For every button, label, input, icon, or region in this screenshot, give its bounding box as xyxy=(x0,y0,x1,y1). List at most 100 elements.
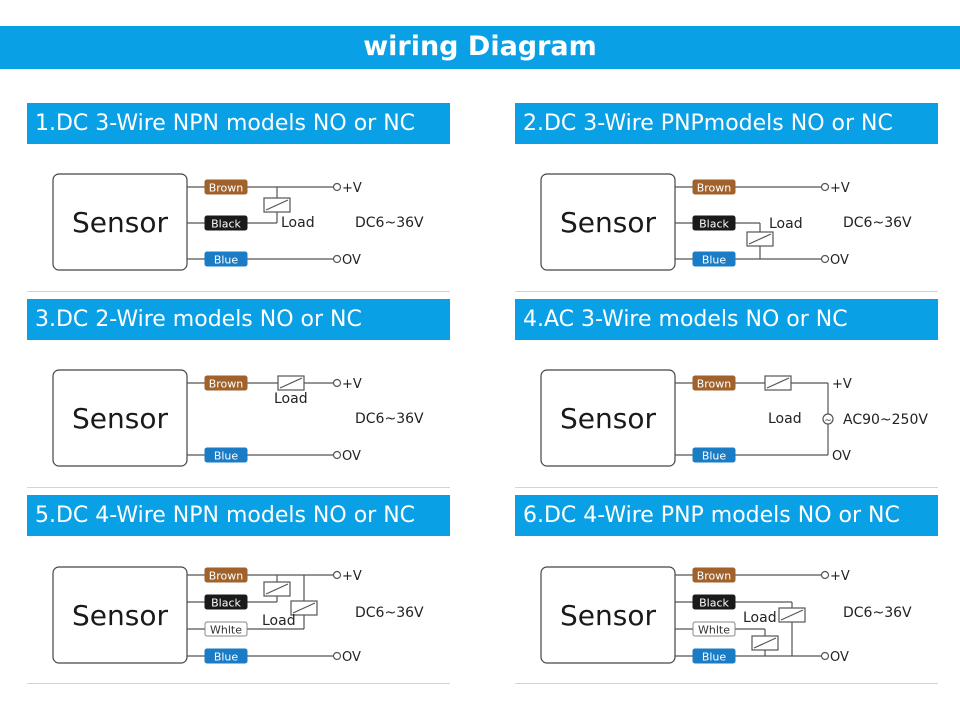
wire-label-text: Blue xyxy=(702,450,727,463)
wire-label-bg xyxy=(692,251,736,267)
wire-label-whlte: Whlte xyxy=(692,621,736,637)
terminal-icon xyxy=(820,254,830,264)
sensor-label: Sensor xyxy=(560,206,656,239)
wire-label-bg xyxy=(204,215,248,231)
divider xyxy=(27,683,450,684)
wire-label-text: Black xyxy=(211,597,241,610)
voltage-label: DC6~36V xyxy=(355,605,424,621)
zero-v-label: OV xyxy=(342,253,361,268)
sensor-label: Sensor xyxy=(72,206,168,239)
wire-label-bg xyxy=(692,648,736,664)
divider xyxy=(515,291,938,292)
wire-label-blue: Blue xyxy=(204,648,248,664)
sensor-label: Sensor xyxy=(560,402,656,435)
plus-v-label: +V xyxy=(342,181,362,196)
load-relay-icon xyxy=(751,635,779,651)
wire-label-bg xyxy=(204,447,248,463)
divider xyxy=(515,487,938,488)
plus-v-label: +V xyxy=(832,377,852,392)
load-relay-icon xyxy=(764,375,792,391)
panel-heading: 3.DC 2-Wire models NO or NC xyxy=(27,299,450,340)
load-relay-icon xyxy=(263,581,291,597)
load-label: Load xyxy=(768,411,802,427)
wire-label-brown: Brown xyxy=(204,179,248,195)
wire-label-text: Blue xyxy=(702,254,727,267)
wire-label-text: Blue xyxy=(702,651,727,664)
zero-v-label: OV xyxy=(342,650,361,665)
zero-v-label: OV xyxy=(342,449,361,464)
plus-v-label: +V xyxy=(342,569,362,584)
sensor-label: Sensor xyxy=(72,599,168,632)
wire-label-text: Blue xyxy=(214,254,239,267)
load-label: Load xyxy=(262,613,296,629)
voltage-label: DC6~36V xyxy=(355,215,424,231)
wire-label-text: Brown xyxy=(209,570,244,583)
terminal-icon xyxy=(332,182,342,192)
wire-label-bg xyxy=(204,375,248,391)
wire-label-bg xyxy=(692,594,736,610)
relay-slash xyxy=(753,637,777,649)
load-relay-icon xyxy=(277,375,305,391)
terminal-icon xyxy=(820,182,830,192)
wire-label-blue: Blue xyxy=(692,447,736,463)
wire-label-text: Brown xyxy=(209,378,244,391)
relay-slash xyxy=(279,377,303,389)
wire-label-text: Blue xyxy=(214,450,239,463)
plus-v-label: +V xyxy=(830,569,850,584)
sensor-box xyxy=(540,566,676,664)
wire-label-text: Whlte xyxy=(210,624,242,637)
ac-source-icon xyxy=(822,413,834,425)
relay-slash xyxy=(292,602,316,614)
wire-label-text: Brown xyxy=(697,570,732,583)
wire-label-blue: Blue xyxy=(204,251,248,267)
plus-v-label: +V xyxy=(830,181,850,196)
wire-label-bg xyxy=(204,594,248,610)
wire-label-brown: Brown xyxy=(692,375,736,391)
wire-label-bg xyxy=(204,251,248,267)
wire-label-brown: Brown xyxy=(692,179,736,195)
wire-label-bg xyxy=(204,648,248,664)
wire-label-bg xyxy=(692,179,736,195)
zero-v-label: OV xyxy=(832,449,851,464)
load-label: Load xyxy=(274,391,308,407)
divider xyxy=(27,291,450,292)
wire-label-black: Black xyxy=(204,215,248,231)
zero-v-label: OV xyxy=(830,253,849,268)
relay-slash xyxy=(766,377,790,389)
terminal-icon xyxy=(332,570,342,580)
wire-label-bg xyxy=(692,215,736,231)
page-title: wiring Diagram xyxy=(0,26,960,69)
sensor-box xyxy=(540,369,676,467)
terminal-icon xyxy=(332,651,342,661)
voltage-label: AC90~250V xyxy=(843,412,928,428)
wire-label-bg xyxy=(204,621,248,637)
wire-label-bg xyxy=(204,179,248,195)
wire-label-bg xyxy=(204,567,248,583)
wire-label-text: Brown xyxy=(697,182,732,195)
divider xyxy=(515,683,938,684)
plus-v-label: +V xyxy=(342,377,362,392)
wire-label-text: Black xyxy=(211,218,241,231)
zero-v-label: OV xyxy=(830,650,849,665)
sensor-box xyxy=(52,566,188,664)
wire-label-blue: Blue xyxy=(692,648,736,664)
load-label: Load xyxy=(281,215,315,231)
wire-label-text: Black xyxy=(699,597,729,610)
terminal-icon xyxy=(332,254,342,264)
wire-label-whlte: Whlte xyxy=(204,621,248,637)
sensor-box xyxy=(52,173,188,271)
relay-slash xyxy=(748,233,772,245)
voltage-label: DC6~36V xyxy=(843,215,912,231)
wire-label-blue: Blue xyxy=(204,447,248,463)
load-label: Load xyxy=(769,216,803,232)
wire-label-text: Black xyxy=(699,218,729,231)
sensor-label: Sensor xyxy=(560,599,656,632)
load-relay-icon xyxy=(263,197,291,213)
